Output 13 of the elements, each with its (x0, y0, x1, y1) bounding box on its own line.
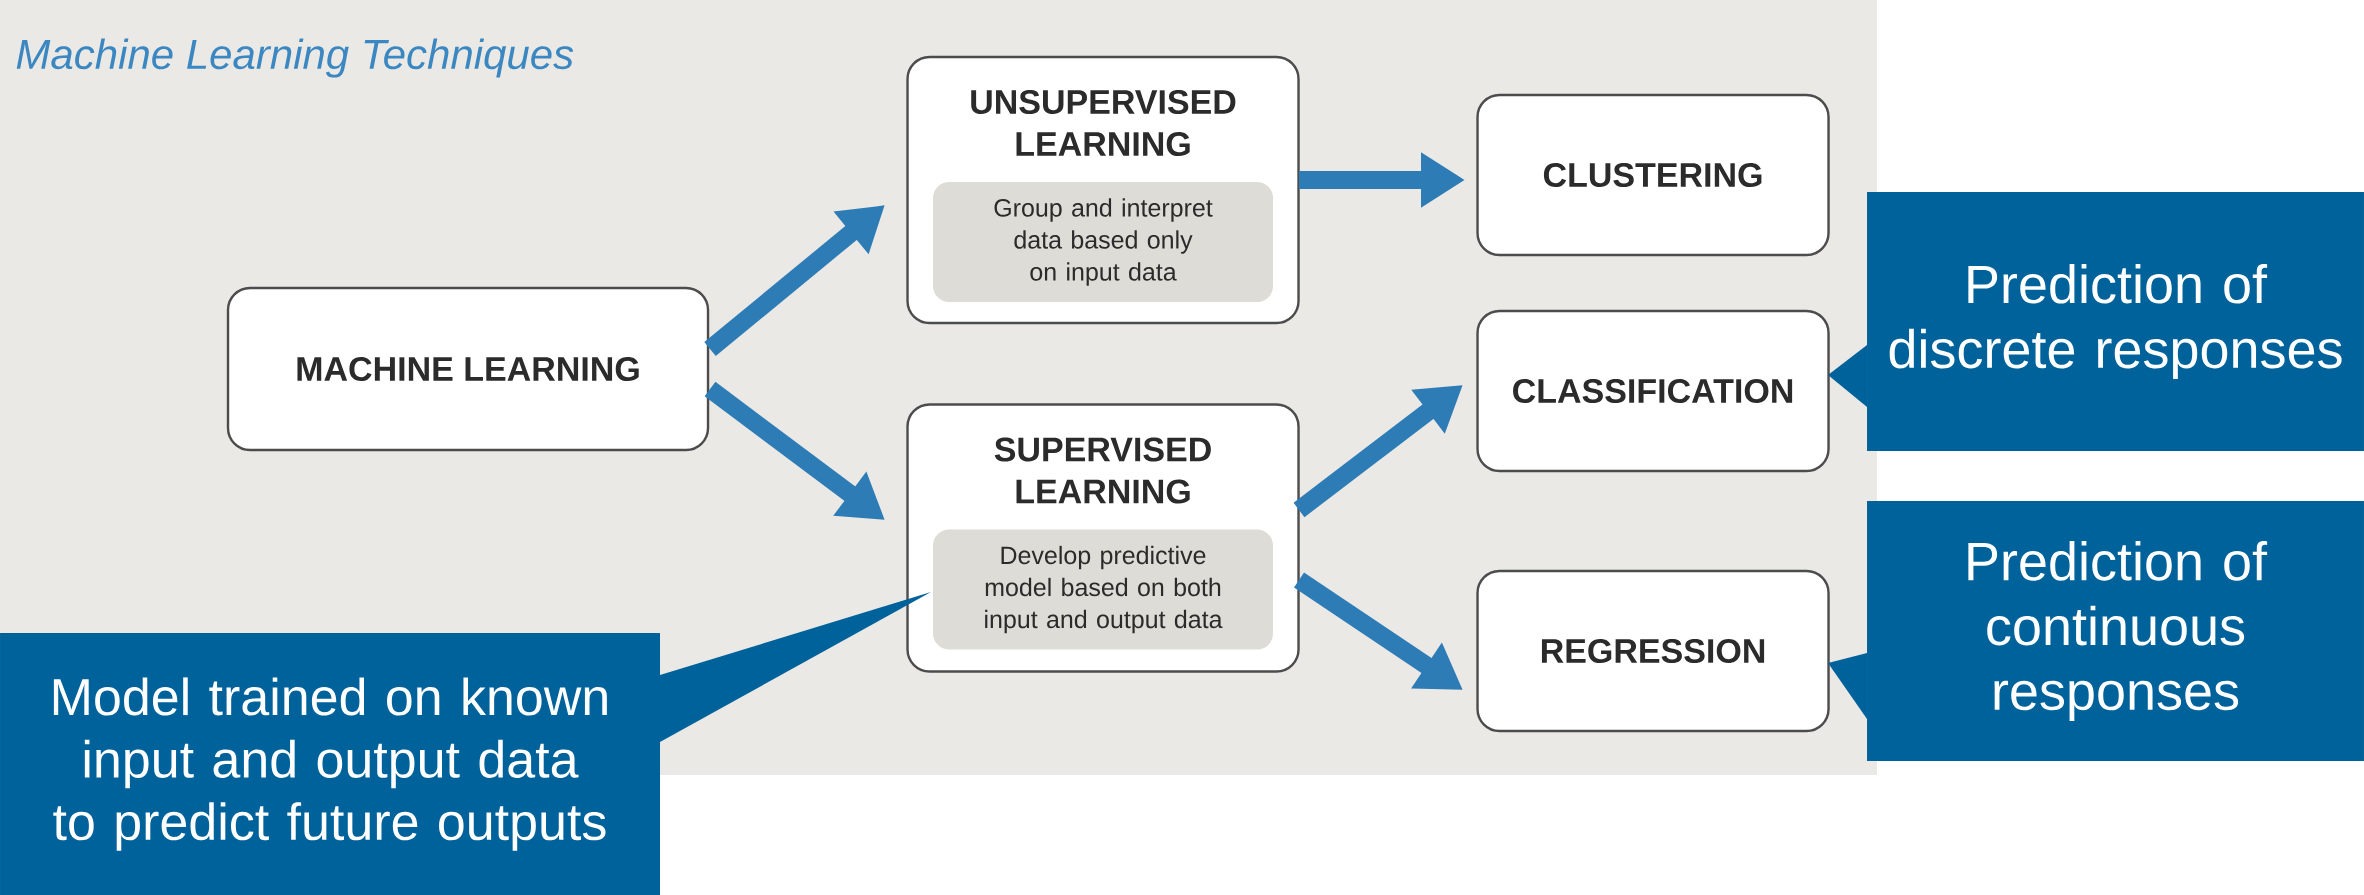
callout-pointer (1828, 653, 1867, 719)
callout-box: Prediction of continuous responses (1867, 501, 2364, 761)
callout-box: Prediction of discrete responses (1867, 192, 2364, 451)
process-box: CLUSTERING (1476, 93, 1830, 257)
process-box: UNSUPERVISED LEARNING Group and interpret data based only on input data (906, 55, 1300, 325)
process-box: SUPERVISED LEARNING Develop predictive model based on both input and output data (906, 403, 1300, 673)
process-box: REGRESSION (1476, 569, 1830, 733)
callout-pointer (1828, 345, 1867, 407)
callout-pointer (660, 592, 931, 742)
diagram-title: Machine Learning Techniques (16, 38, 574, 78)
process-box: CLASSIFICATION (1476, 309, 1830, 473)
process-box: MACHINE LEARNING (226, 286, 710, 452)
callout-box: Model trained on known input and output data to predict future outputs (0, 633, 660, 895)
